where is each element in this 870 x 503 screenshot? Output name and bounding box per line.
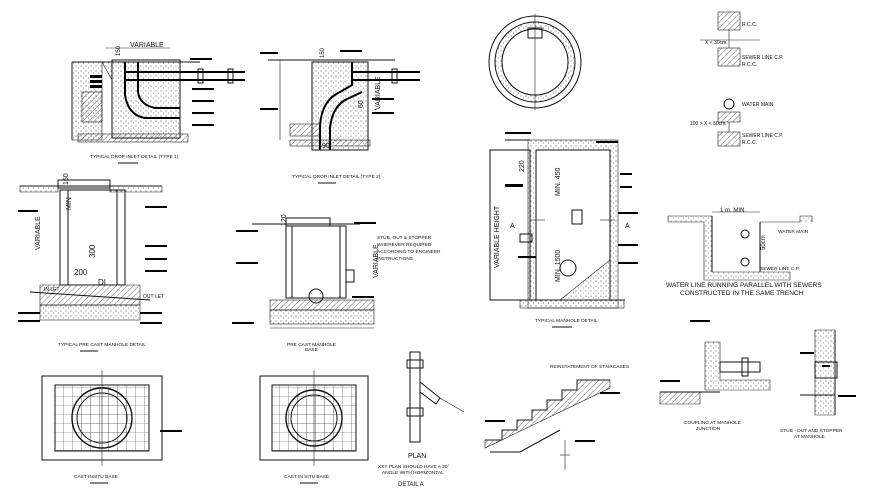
dim-label: 90 xyxy=(322,143,330,150)
caption-stub-out: STUB - OUT AND STOPPER AT MANHOLE xyxy=(780,428,844,440)
xsy-note: XSY PLAN SHOULD HAVE A 30° ANGLE WITH HO… xyxy=(378,464,451,476)
dim-label: 60 xyxy=(358,100,365,108)
reinstatement-label: REINSTATEMENT OF STAIRCASES xyxy=(550,364,629,370)
dim-label: 220 xyxy=(519,160,526,172)
section-mark-a: A xyxy=(625,223,630,230)
caption-cast-insitu-1: CAST INSITU BASE xyxy=(74,474,118,480)
water-main-label: WATER MAIN xyxy=(742,102,774,108)
dim-label: DI xyxy=(98,278,106,287)
dim-label: 1 m. MIN. xyxy=(720,208,746,214)
dim-label: 150 xyxy=(63,173,70,185)
cast-insitu-base-2: CAST IN SITU BASE xyxy=(259,370,369,484)
dim-label: 300 xyxy=(88,244,97,258)
caption-coupling: COUPLING AT MANHOLE JUNCTION xyxy=(684,420,742,432)
dim-label: MIN xyxy=(66,197,73,210)
dim-label: 200 xyxy=(74,268,88,277)
variable-label-2: VARIABLE xyxy=(375,76,382,110)
stub-note: STUB. OUT & STOPPER WHEREVER REQUIRED AC… xyxy=(377,235,442,262)
caption-typical-manhole: TYPICAL MANHOLE DETAIL xyxy=(535,318,598,324)
caption-precast-detail: TYPICAL PRE CAST MANHOLE DETAIL xyxy=(58,342,146,348)
staircase-detail: REINSTATEMENT OF STAIRCASES xyxy=(484,364,629,470)
stub-out-detail: STUB - OUT AND STOPPER AT MANHOLE xyxy=(780,329,856,440)
cast-insitu-base-1: CAST INSITU BASE xyxy=(41,370,182,484)
rcc-label: R.C.C. xyxy=(742,140,757,146)
section-mark-a: A xyxy=(510,223,515,230)
caption-cast-insitu-2: CAST IN SITU BASE xyxy=(284,474,329,480)
dim-label: 120 xyxy=(281,214,288,226)
x-dim-label: X < 30cm. xyxy=(705,40,728,46)
variable-label-precast: VARIABLE xyxy=(373,244,380,278)
outlet-label: OUT LET xyxy=(143,294,164,300)
caption-precast-base: PRE CAST MANHOLE BASE xyxy=(287,342,337,353)
typical-manhole-detail: A A 220 VARIABLE HEIGHT MIN. 450 MIN. 15… xyxy=(377,132,638,328)
precast-manhole-detail: 150 MIN VARIABLE 300 200 DI IN LET OUT L… xyxy=(18,173,167,352)
rcc-label: R.C.C. xyxy=(742,22,757,28)
brick-wall xyxy=(81,91,103,123)
trench-detail: 1 m. MIN. 50cm WATER MAIN SEWER LINE C.P… xyxy=(666,208,822,297)
rcc-detail-1: R.C.C. X < 30cm. SEWER LINE C.P. R.C.C. xyxy=(700,11,783,68)
caption-drop-inlet-2: TYPICAL DROP INLET DETAIL (TYPE 2) xyxy=(292,174,381,180)
drop-inlet-type2-detail: 150 VARIABLE 60 90 TYPICAL DROP INLET DE… xyxy=(260,47,420,184)
variable-label-1: VARIABLE xyxy=(130,42,164,49)
inlet-label: IN LET xyxy=(44,287,60,293)
dim-label: 150 xyxy=(116,45,122,56)
x-dim-label: 100 > X < 50cm. xyxy=(690,121,727,127)
sewer-line-label: SEWER LINE C.P. xyxy=(742,133,783,139)
rcc-label: R.C.C. xyxy=(742,62,757,68)
drop-inlet-type1-detail: VARIABLE 150 TYPICAL DROP INLET DETAIL (… xyxy=(71,42,245,164)
sewer-line-label: SEWER LINE C.P. xyxy=(760,266,800,272)
variable-label-3: VARIABLE xyxy=(35,216,42,250)
rcc-detail-2: WATER MAIN 100 > X < 50cm. SEWER LINE C.… xyxy=(690,98,783,147)
plan-label: PLAN xyxy=(408,453,426,460)
dim-label: MIN. 1500 xyxy=(555,250,562,282)
dim-label: MIN. 450 xyxy=(555,167,562,196)
coupling-detail: COUPLING AT MANHOLE JUNCTION xyxy=(659,320,771,432)
manhole-plan-circle xyxy=(488,14,582,110)
caption-detail-a: DETAIL A xyxy=(398,482,424,488)
dim-label: 150 xyxy=(320,47,326,58)
dim-label: 50cm xyxy=(761,235,767,250)
precast-manhole-base: 120 VARIABLE PRE CAST MANHOLE BASE xyxy=(232,214,380,353)
water-main-label: WATER MAIN xyxy=(778,229,809,235)
caption-drop-inlet-1: TYPICAL DROP INLET DETAIL (TYPE 1) xyxy=(90,154,179,160)
variable-height-label: VARIABLE HEIGHT xyxy=(494,205,501,268)
water-line-note-2: CONSTRUCTED IN THE SAME TRENCH xyxy=(680,290,804,297)
detail-a: PLAN XSY PLAN SHOULD HAVE A 30° ANGLE WI… xyxy=(378,351,465,488)
sewer-line-label: SEWER LINE C.P. xyxy=(742,55,783,61)
water-line-note-1: WATER LINE RUNNING PARALLEL WITH SEWERS xyxy=(666,282,822,289)
